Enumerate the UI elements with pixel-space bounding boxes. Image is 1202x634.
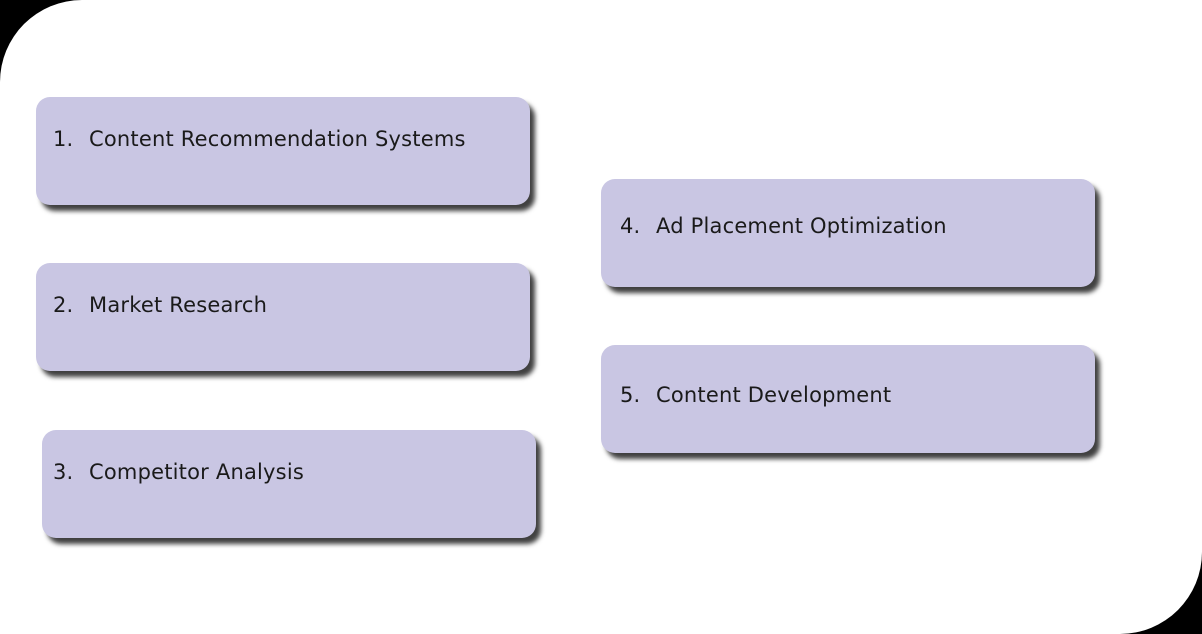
list-item-card: 5. Content Development	[601, 345, 1095, 453]
list-item-card: 1. Content Recommendation Systems	[36, 97, 530, 205]
item-number: 5.	[620, 383, 641, 407]
list-item-card: 2. Market Research	[36, 263, 530, 371]
item-label: Content Recommendation Systems	[89, 127, 466, 151]
list-item-card: 3. Competitor Analysis	[42, 430, 536, 538]
list-item-card: 4. Ad Placement Optimization	[601, 179, 1095, 287]
item-label: Content Development	[656, 383, 892, 407]
item-label: Competitor Analysis	[89, 460, 304, 484]
item-number: 1.	[53, 127, 74, 151]
item-label: Market Research	[89, 293, 268, 317]
item-number: 3.	[53, 460, 74, 484]
item-number: 2.	[53, 293, 74, 317]
item-label: Ad Placement Optimization	[656, 214, 947, 238]
item-number: 4.	[620, 214, 641, 238]
